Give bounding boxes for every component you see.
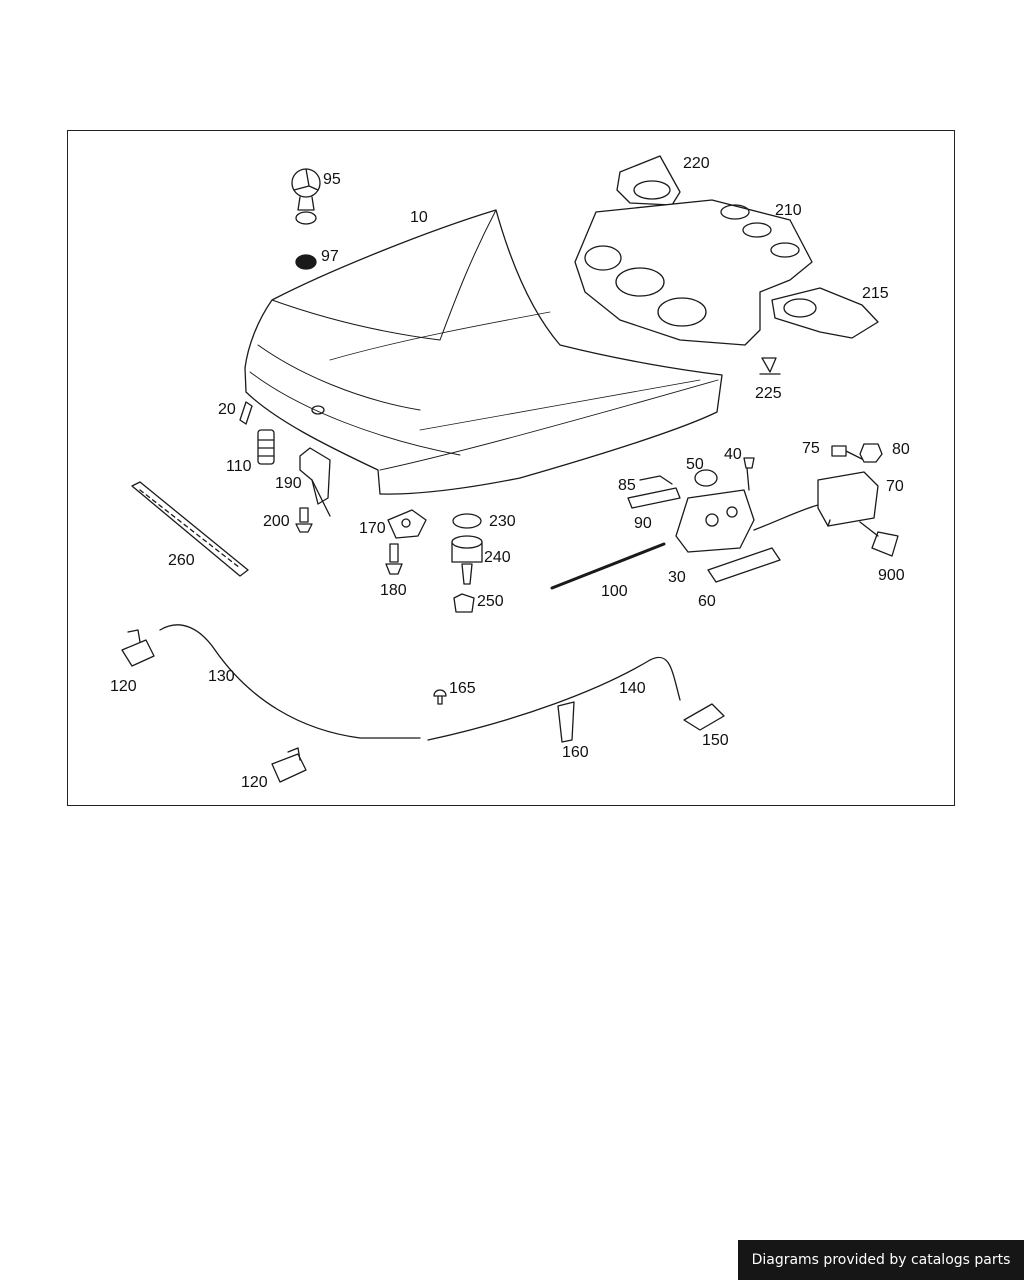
insulation-pad-215[interactable] (771, 287, 879, 339)
part-label-97: 97 (321, 248, 339, 265)
bolt-40[interactable] (743, 457, 755, 491)
cable-140[interactable] (427, 656, 681, 741)
part-label-75: 75 (802, 440, 820, 457)
part-label-160: 160 (562, 744, 589, 761)
part-label-225: 225 (755, 385, 782, 402)
emblem-star-part[interactable] (291, 168, 321, 225)
bolt-180[interactable] (385, 543, 403, 575)
nut-250[interactable] (453, 593, 475, 613)
part-label-900: 900 (878, 567, 905, 584)
gas-strut-100[interactable] (550, 542, 666, 590)
spring-85[interactable] (639, 475, 673, 485)
part-label-120-lower: 120 (241, 774, 268, 791)
release-handle-120-lower[interactable] (271, 747, 307, 783)
part-label-230: 230 (489, 513, 516, 530)
part-label-90: 90 (634, 515, 652, 532)
part-label-200: 200 (263, 513, 290, 530)
diagram-credit-banner: Diagrams provided by catalogs parts (738, 1240, 1024, 1280)
part-label-210: 210 (775, 202, 802, 219)
part-label-30: 30 (668, 569, 686, 586)
part-label-250: 250 (477, 593, 504, 610)
credit-text: Diagrams provided by catalogs parts (751, 1252, 1011, 1268)
part-label-260: 260 (168, 552, 195, 569)
part-label-20: 20 (218, 401, 236, 418)
bracket-20[interactable] (239, 401, 253, 425)
part-label-85: 85 (618, 477, 636, 494)
part-label-110: 110 (226, 458, 252, 475)
part-label-130: 130 (208, 668, 235, 685)
bracket-170[interactable] (387, 509, 427, 539)
handle-60[interactable] (707, 547, 781, 583)
insulation-pad-220[interactable] (616, 155, 681, 206)
part-label-50: 50 (686, 456, 704, 473)
release-handle-120-upper[interactable] (121, 629, 155, 667)
connector-900[interactable] (859, 521, 899, 557)
rivet-165[interactable] (433, 689, 447, 705)
part-label-215: 215 (862, 285, 889, 302)
nut-80[interactable] (859, 443, 883, 463)
part-label-40: 40 (724, 446, 742, 463)
part-label-70: 70 (886, 478, 904, 495)
part-label-150: 150 (702, 732, 729, 749)
part-label-220: 220 (683, 155, 710, 172)
part-label-190: 190 (275, 475, 302, 492)
emblem-grommet-part[interactable] (295, 254, 317, 270)
actuator-70[interactable] (817, 471, 879, 527)
part-label-80: 80 (892, 441, 910, 458)
part-label-165: 165 (449, 680, 476, 697)
part-label-95: 95 (323, 171, 341, 188)
hood-latch-30[interactable] (675, 489, 819, 553)
diagram-frame (67, 130, 955, 806)
part-label-10: 10 (410, 209, 428, 226)
clip-225[interactable] (759, 357, 781, 375)
part-label-180: 180 (380, 582, 407, 599)
part-label-100: 100 (601, 583, 628, 600)
part-label-170: 170 (359, 520, 386, 537)
seal-strip-260[interactable] (131, 481, 249, 577)
hinge-190[interactable] (299, 447, 331, 517)
buffer-240[interactable] (451, 535, 483, 585)
part-label-240: 240 (484, 549, 511, 566)
holder-160[interactable] (557, 701, 575, 743)
hood-part[interactable] (244, 209, 723, 495)
part-label-140: 140 (619, 680, 646, 697)
bracket-90[interactable] (627, 487, 681, 509)
bumper-110[interactable] (257, 429, 275, 465)
part-label-120-upper: 120 (110, 678, 137, 695)
washer-230[interactable] (452, 513, 482, 529)
lever-150[interactable] (683, 703, 725, 731)
cable-130[interactable] (159, 624, 421, 739)
bolt-200[interactable] (295, 507, 313, 533)
hood-insulation-210[interactable] (574, 199, 813, 346)
part-label-60: 60 (698, 593, 716, 610)
cap-50[interactable] (694, 469, 718, 487)
